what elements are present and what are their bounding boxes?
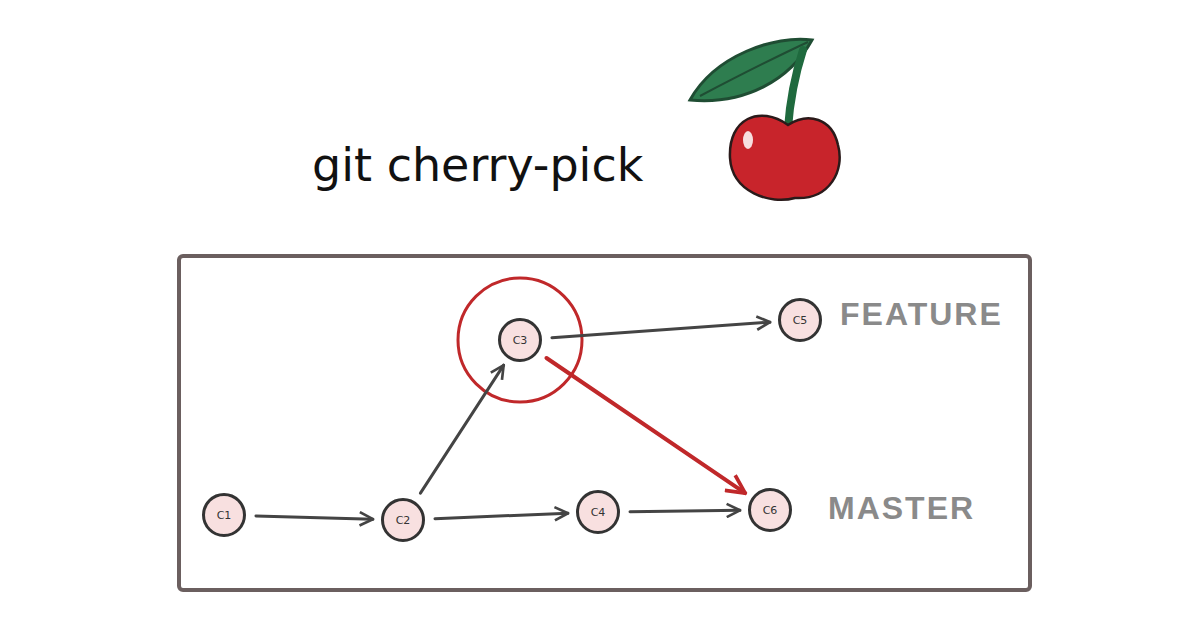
commit-label: C5 [793,315,808,326]
commit-arrow [552,322,770,338]
frame-border [179,256,1030,590]
diagram-title: git cherry-pick [312,140,643,191]
commit-node: C2 [381,498,425,542]
commit-node: C1 [202,493,246,537]
cherry-stem [788,50,803,128]
commit-node: C6 [748,488,792,532]
commit-label: C6 [763,505,778,516]
cherry-pick-arrow [546,358,745,493]
commit-label: C2 [396,515,411,526]
commit-node: C3 [498,318,542,362]
commit-label: C3 [513,335,528,346]
highlight-ring [458,278,582,402]
commit-arrow [420,365,503,493]
commit-arrow [256,516,373,519]
cherry-illustration [690,39,840,200]
commit-arrow [630,510,740,511]
branch-label: FEATURE [840,298,1003,330]
commit-node: C4 [576,490,620,534]
cherry-body [730,116,840,200]
branch-label: MASTER [828,492,975,524]
commit-arrow [435,513,568,518]
commit-label: C4 [591,507,606,518]
commit-label: C1 [217,510,232,521]
cherry-highlight [743,131,753,149]
commit-node: C5 [778,298,822,342]
